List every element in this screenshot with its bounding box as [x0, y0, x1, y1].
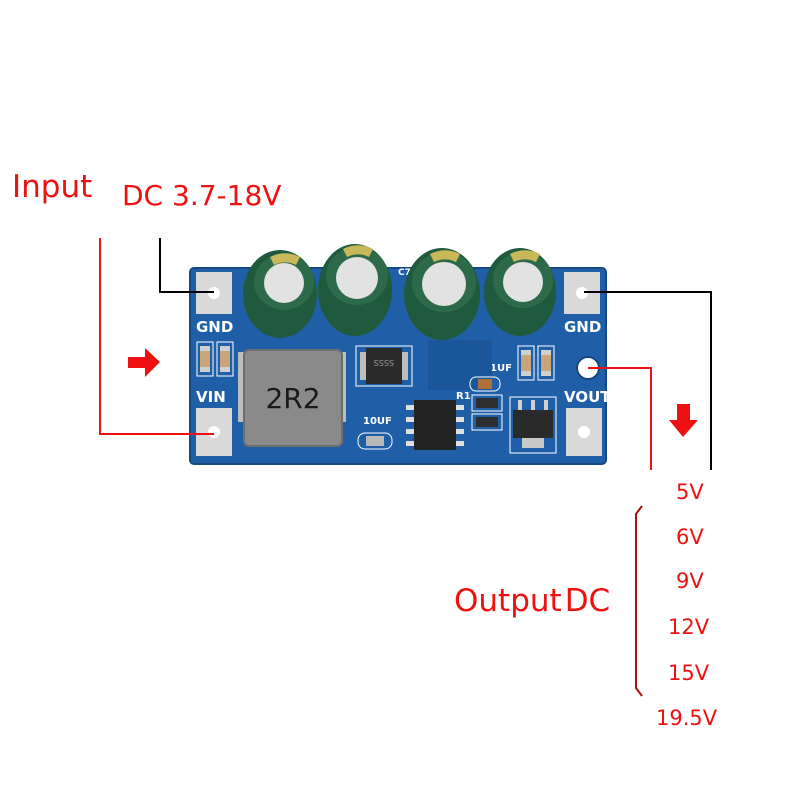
- input-label: Input: [12, 169, 93, 205]
- output-bracket: [635, 505, 643, 697]
- wire-vin: [99, 238, 214, 435]
- wire-vout: [588, 367, 652, 470]
- electrolytic-capacitor: [243, 250, 317, 338]
- controller-ic: [406, 400, 464, 450]
- output-voltage-15v: 15V: [668, 661, 710, 685]
- silk-c7: C7: [398, 268, 411, 278]
- output-voltage-12v: 12V: [668, 615, 710, 639]
- electrolytic-capacitor: [484, 248, 556, 336]
- output-label: OutputDC: [454, 586, 610, 617]
- electrolytic-capacitors: [243, 244, 556, 340]
- output-voltage-6v: 6V: [676, 525, 704, 549]
- smd-resistors: [471, 394, 503, 431]
- input-voltage-range: DC 3.7-18V: [122, 179, 282, 212]
- silk-gnd-right: GND: [564, 318, 601, 336]
- arrow-right-icon: [128, 348, 160, 377]
- electrolytic-capacitor: [404, 248, 480, 340]
- silk-10uf: 10UF: [363, 416, 392, 427]
- silk-vout: VOUT: [564, 388, 611, 406]
- output-voltage-5v: 5V: [676, 480, 704, 504]
- smd-capacitors-left: [196, 341, 234, 377]
- arrow-down-icon: [669, 404, 698, 437]
- silk-vin: VIN: [196, 388, 226, 406]
- electrolytic-capacitor: [318, 244, 392, 336]
- svg-text:2R2: 2R2: [265, 382, 320, 415]
- output-label-suffix: DC: [564, 583, 611, 619]
- wire-gnd-input: [159, 238, 214, 293]
- output-voltage-9v: 9V: [676, 569, 704, 593]
- smd-capacitors-right: [517, 345, 555, 381]
- smd-capacitor-1uf: [469, 376, 501, 392]
- svg-text:SSSS: SSSS: [374, 358, 394, 367]
- silk-r1: R1: [456, 391, 471, 402]
- output-label-text: Output: [454, 583, 562, 619]
- inductor: 2R2: [238, 349, 346, 447]
- pad-vin: [196, 408, 232, 456]
- silk-gnd-left: GND: [196, 318, 233, 336]
- smd-capacitor-10uf: [357, 432, 393, 450]
- output-voltage-19-5v: 19.5V: [656, 706, 718, 730]
- pad-vout-bottom: [566, 408, 602, 456]
- silk-1uf: 1UF: [490, 363, 512, 374]
- voltage-regulator: [509, 396, 557, 454]
- schottky-diode: SSSS: [355, 345, 413, 387]
- wire-gnd-output: [584, 291, 712, 470]
